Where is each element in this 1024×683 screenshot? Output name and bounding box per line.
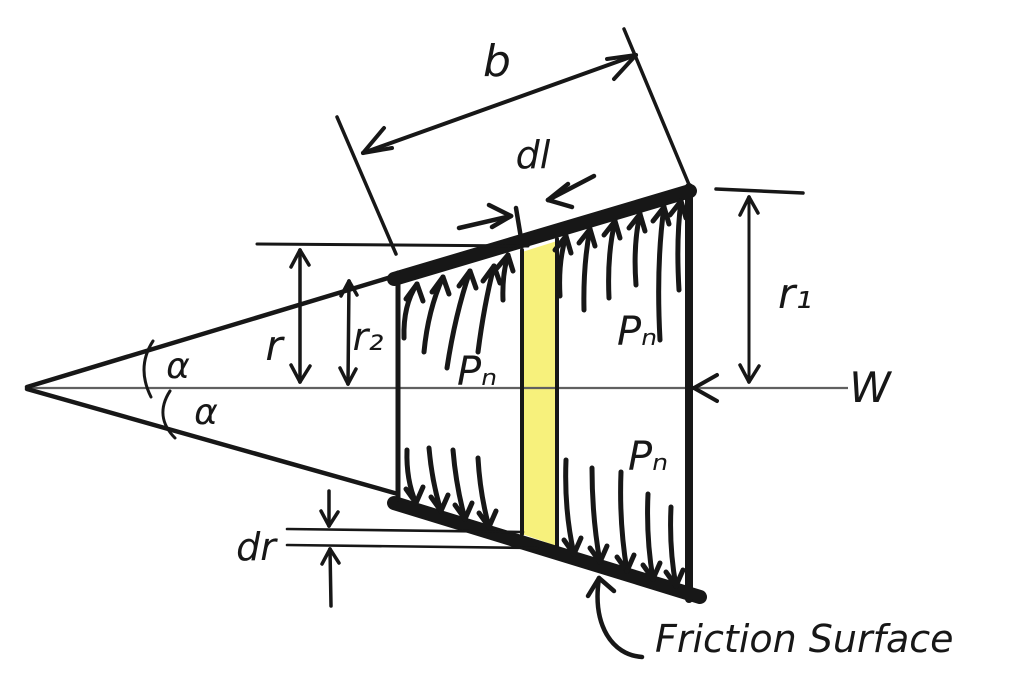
- label-dr: dr: [236, 525, 278, 569]
- label-pn-upper-left: Pₙ: [457, 349, 497, 395]
- clutch-body: [387, 183, 707, 604]
- force-w-arrow: [692, 373, 719, 403]
- label-r2: r₂: [353, 315, 384, 359]
- pressure-arrows-upper-right: [552, 198, 689, 343]
- label-alpha-lower: α: [194, 392, 218, 433]
- pressure-arrows-upper-left: [401, 252, 516, 371]
- friction-band-top: [387, 184, 697, 286]
- dimension-dr: [285, 489, 539, 608]
- label-alpha-upper: α: [166, 346, 190, 387]
- element-strip-edges: [520, 237, 559, 548]
- friction-surface-pointer: [585, 575, 645, 660]
- label-friction-surface: Friction Surface: [655, 617, 954, 661]
- dimension-r1: [714, 187, 805, 384]
- label-pn-lower-right: Pₙ: [628, 434, 668, 480]
- label-dl: dl: [516, 133, 551, 177]
- angle-alpha-marks: [142, 339, 177, 440]
- cone-outline: [24, 272, 401, 497]
- dimension-b: [335, 27, 692, 256]
- pressure-arrows-lower-left: [403, 445, 499, 530]
- label-b: b: [483, 36, 511, 87]
- dimension-r: [255, 242, 530, 384]
- label-w: W: [849, 363, 892, 412]
- dimension-r2: [338, 279, 359, 386]
- element-strip: [522, 241, 557, 546]
- label-r1: r₁: [778, 269, 812, 318]
- friction-band-bottom: [387, 496, 707, 604]
- label-r: r: [265, 321, 285, 370]
- dimension-dl: [456, 173, 597, 241]
- pressure-arrows-lower-right: [561, 457, 686, 589]
- label-pn-upper-right: Pₙ: [617, 309, 657, 355]
